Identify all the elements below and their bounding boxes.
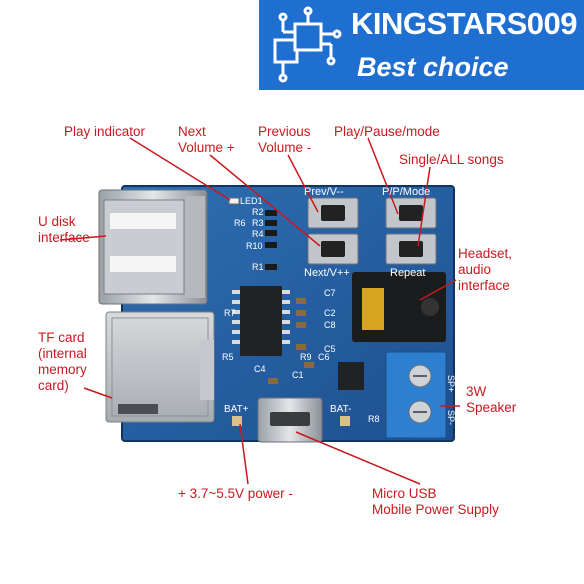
label-next-volume: Next Volume + [178,124,235,155]
silk-c7: C7 [324,288,336,298]
silk-prev: Prev/V-- [304,186,344,198]
silk-r4: R4 [252,229,264,239]
silk-r7: R7 [224,308,236,318]
silk-led: LED1 [240,196,263,206]
label-speaker: 3W Speaker [466,384,517,415]
smd-components [265,210,314,384]
label-headset: Headset, audio interface [458,246,513,293]
silk-r9: R9 [300,352,312,362]
brand-tagline: Best choice [357,52,509,82]
silk-r5: R5 [222,352,234,362]
silk-c8: C8 [324,320,336,330]
silk-sp-plus: SP+ [446,375,456,392]
silk-next: Next/V++ [304,267,350,279]
silk-r3: R3 [252,218,264,228]
label-single-all-songs: Single/ALL songs [399,152,504,167]
silk-r10: R10 [246,241,263,251]
silk-repeat: Repeat [390,267,425,279]
silk-r6: R6 [234,218,246,228]
bat-plus-pad [232,416,242,426]
label-previous-volume: Previous Volume - [258,124,312,155]
silk-r2: R2 [252,207,264,217]
silk-sp-minus: SP- [446,410,456,425]
tf-card-slot [105,311,215,423]
silk-r1: R1 [252,262,264,272]
amplifier-ic [338,362,364,390]
label-power: + 3.7~5.5V power - [178,486,293,501]
brand-banner: KINGSTARS009 Best choice [259,0,584,90]
silk-c2: C2 [324,308,336,318]
label-tf-card: TF card (internal memory card) [38,330,87,393]
screw-terminal [385,351,447,439]
circuit-logo-icon [273,6,342,83]
silk-r8: R8 [368,414,380,424]
usb-a-connector [98,189,208,305]
label-micro-usb: Micro USB Mobile Power Supply [372,486,499,517]
silk-c5: C5 [324,344,336,354]
label-play-indicator: Play indicator [64,124,146,139]
decoder-ic [232,286,290,356]
label-play-pause-mode: Play/Pause/mode [334,124,440,139]
micro-usb-connector [257,397,323,443]
bat-minus-pad [340,416,350,426]
silk-c6: C6 [318,352,330,362]
tactile-buttons [307,197,437,265]
silk-bat-minus: BAT- [330,404,351,415]
silk-c4: C4 [254,364,266,374]
audio-jack [352,272,446,342]
brand-name: KINGSTARS009 [351,6,578,41]
silk-c1: C1 [292,370,304,380]
label-u-disk: U disk interface [38,214,90,245]
silk-bat-plus: BAT+ [224,404,249,415]
silk-pp-mode: P/P/Mode [382,186,430,198]
led [228,197,240,205]
leader-lines [59,137,460,485]
